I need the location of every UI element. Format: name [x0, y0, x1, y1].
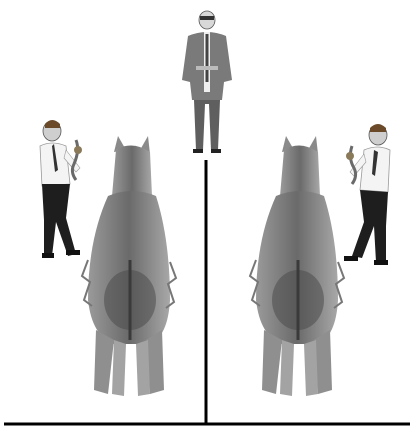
handler-right: [344, 124, 390, 265]
llama-left: [82, 136, 176, 396]
judge-figure: [182, 11, 232, 153]
handler-left: [40, 120, 82, 258]
llama-right: [250, 136, 344, 396]
